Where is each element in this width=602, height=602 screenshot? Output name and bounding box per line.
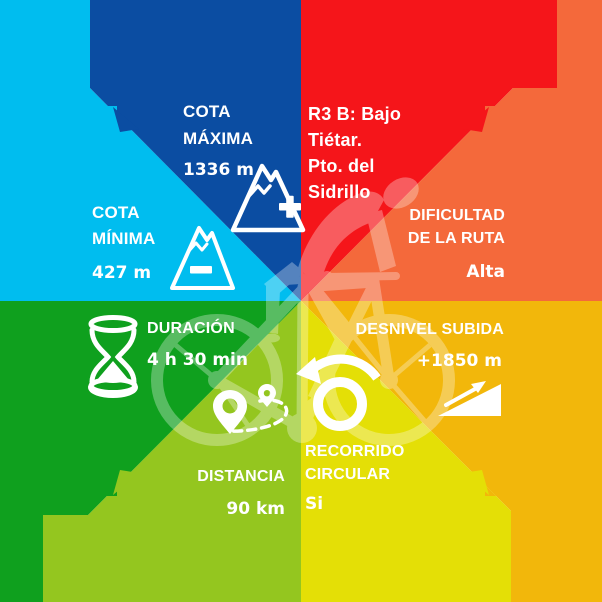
rider-torso [298,191,384,288]
cota-minima-label: COTA MÍNIMA [92,203,156,248]
rider-head [383,177,419,209]
wedge-cota-minima [0,0,301,301]
cota-minima-value: 427 m [92,263,152,283]
cota-maxima-value: 1336 m [183,160,254,180]
desnivel-label: DESNIVEL SUBIDA [355,321,504,338]
desnivel-value: +1850 m [416,351,502,371]
slope-arrow-icon [438,381,501,416]
handlebar [320,272,400,281]
wedge-cota-maxima [90,0,301,301]
mountain-plus-icon [230,163,306,233]
dificultad-value: Alta [466,262,505,282]
recorrido-label: RECORRIDO CIRCULAR [305,443,405,483]
wedge-recorrido [301,301,511,602]
distancia-label: DISTANCIA [197,468,285,485]
duracion-value: 4 h 30 min [147,350,248,370]
saddle [281,275,321,285]
distancia-value: 90 km [226,499,285,519]
cyclist-graphic [151,177,455,446]
rider-shin [308,328,352,402]
hourglass-icon [88,315,138,398]
dificultad-label: DIFICULTAD DE LA RUTA [407,207,505,247]
rider-thigh [294,266,352,342]
diagonal-arrow-notches [106,106,496,496]
crank [287,413,317,443]
mountain-minus-icon [170,226,235,290]
duracion-label: DURACIÓN [147,320,235,337]
recorrido-value: Si [305,494,324,514]
circular-arrow-icon [296,354,381,431]
wedge-distancia [43,301,301,602]
route-name: R3 B: Bajo Tiétar. Pto. del Sidrillo [308,104,402,202]
wedge-duracion [0,301,301,602]
wedge-dificultad [301,0,602,301]
rider-arm [366,210,396,272]
rear-wheel [151,314,283,446]
map-pin-route-icon [213,384,289,434]
wedge-route-name [301,0,557,301]
cota-maxima-label: COTA MÁXIMA [183,102,254,148]
